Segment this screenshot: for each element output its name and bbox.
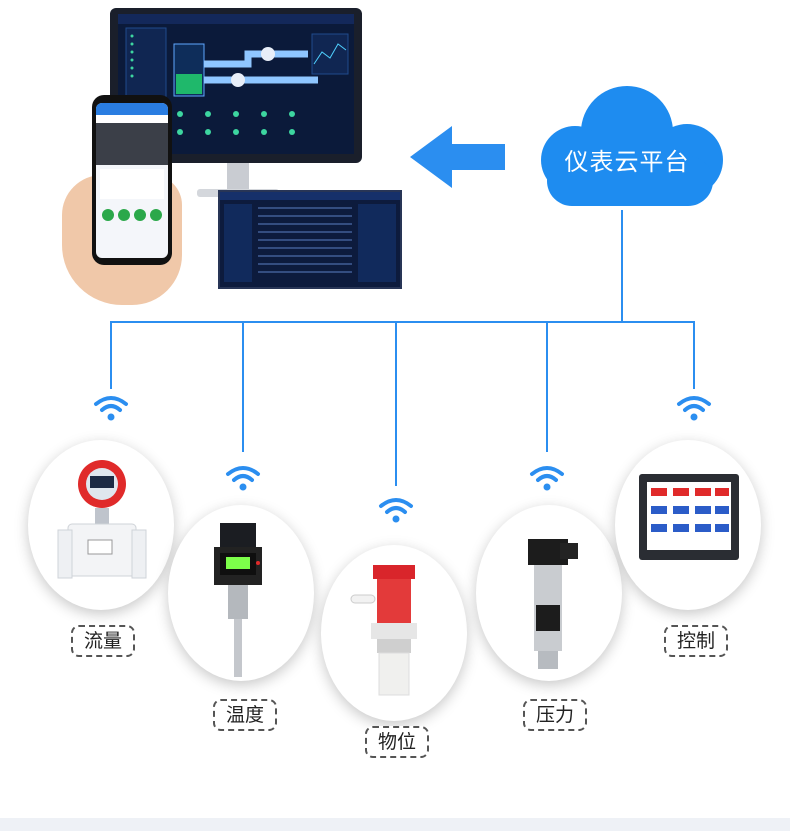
device-label-flow: 流量 [71,625,135,657]
wifi-icon [530,466,564,491]
table-graphic [220,192,400,282]
secondary-dashboard-screen [218,190,402,289]
flow-meter-card [28,440,174,610]
phone-app-graphic [96,103,168,221]
wifi-icon [677,396,711,421]
temperature-card [168,505,314,681]
pressure-card [476,505,622,681]
cloud-platform-label: 仪表云平台 [564,148,690,176]
footer-strip [0,818,790,831]
monitor-stand [227,163,249,189]
drop-line-1 [110,321,112,389]
dashboard-graphic [118,14,354,139]
wifi-icon [379,498,413,523]
device-label-temperature: 温度 [213,699,277,731]
control-card [615,440,761,610]
arrow-left-icon [410,126,505,188]
phone-screen [96,103,168,258]
bus-line [110,321,695,323]
level-meter-icon [350,565,417,696]
paperless-recorder-icon [639,474,739,560]
wifi-icon [94,396,128,421]
cloud-trunk-line [621,210,623,323]
drop-line-5 [693,321,695,389]
drop-line-2 [242,321,244,452]
device-label-control: 控制 [664,625,728,657]
wifi-icon [226,466,260,491]
temperature-transmitter-icon [214,523,262,677]
device-label-level: 物位 [365,726,429,758]
drop-line-3 [395,321,397,486]
flow-meter-icon [57,460,147,579]
level-card [321,545,467,721]
pressure-transmitter-icon [528,539,578,669]
drop-line-4 [546,321,548,452]
device-label-pressure: 压力 [523,699,587,731]
cloud-icon [541,86,723,206]
